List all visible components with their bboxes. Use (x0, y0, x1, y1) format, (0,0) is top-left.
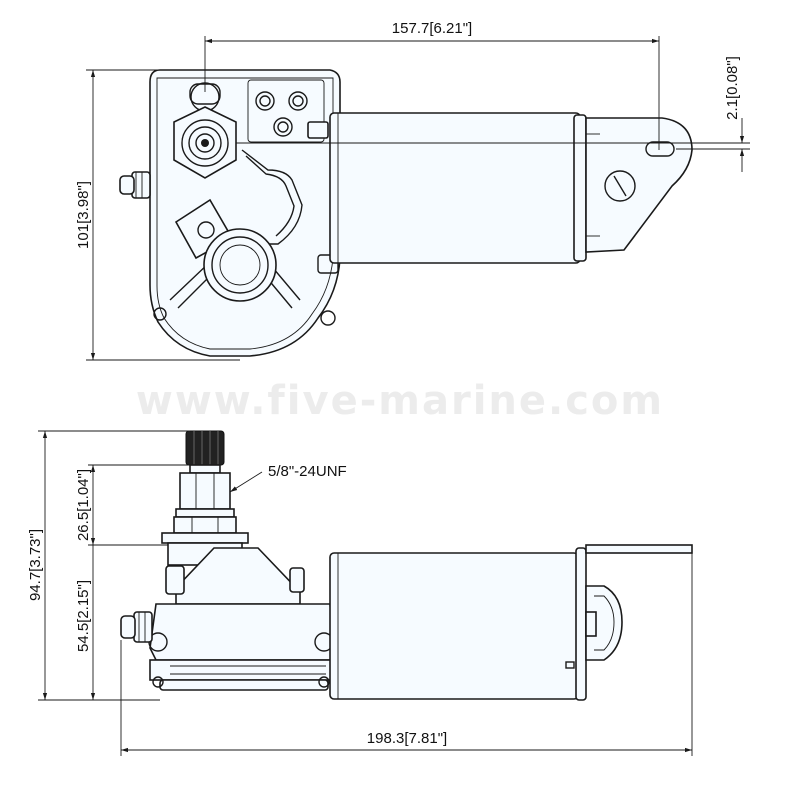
top-gearbox-housing (149, 69, 341, 357)
top-offset-dimension: 2.1[0.08"] (724, 56, 741, 120)
top-height-dimension: 101[3.98"] (75, 181, 92, 249)
top-crank-hub (169, 228, 301, 309)
top-width-dimension: 157.7[6.21"] (392, 20, 472, 37)
top-side-grommet (119, 171, 151, 199)
body-height-dimension: 54.5[2.15"] (75, 580, 92, 652)
top-connector-sockets (247, 79, 325, 143)
overall-height-dimension: 94.7[3.73"] (27, 529, 44, 601)
side-gearbox-body (148, 547, 335, 691)
side-knurled-cap (185, 430, 225, 474)
length-dimension: 198.3[7.81"] (367, 730, 447, 747)
top-mounting-bracket (585, 117, 693, 253)
side-view: 5/8"-24UNF 94.7[3.73"] 26.5[1.04"] 54.5[… (27, 430, 693, 756)
thread-label: 5/8"-24UNF (268, 463, 347, 480)
top-view: 157.7[6.21"] 101[3.98"] 2.1[0.08"] (75, 20, 750, 361)
watermark-text: www.five-marine.com (136, 378, 664, 424)
top-motor-can (307, 112, 587, 264)
top-output-shaft (173, 82, 237, 179)
side-end-bracket (585, 544, 693, 661)
shaft-height-dimension: 26.5[1.04"] (75, 469, 92, 541)
side-grommet (120, 611, 153, 643)
side-motor-can (329, 547, 587, 701)
